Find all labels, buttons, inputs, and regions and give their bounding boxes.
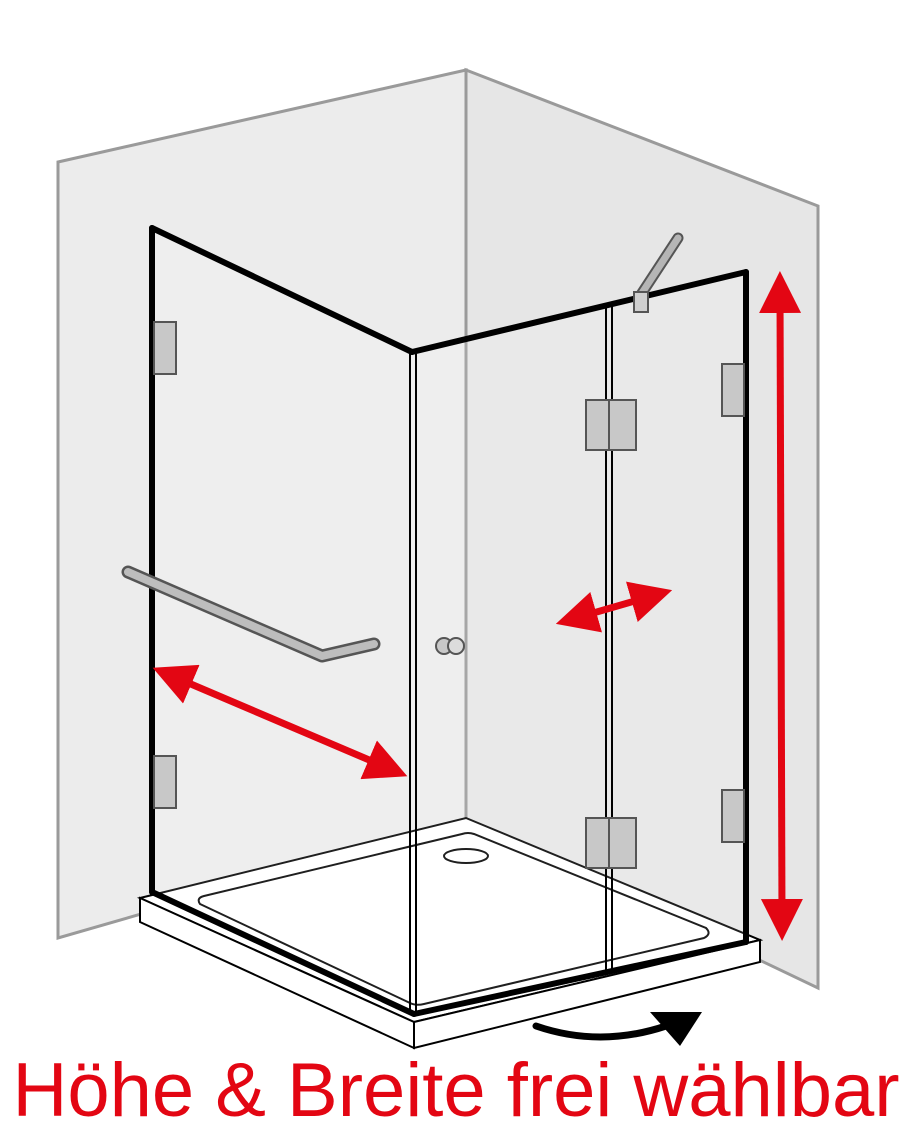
upper-hinge [585,399,637,451]
door-knob-front [447,637,465,655]
door-knob [435,637,465,655]
height-arrow [759,271,803,941]
towel-bar-fill [124,568,378,660]
tray-right-side [413,938,761,1050]
lower-hinge [585,817,637,869]
right-upper-bracket [721,363,745,417]
left-panel-bottom-edge [149,889,417,1017]
left-panel-top-edge [149,225,415,355]
tray-basin [197,832,710,1006]
right-panel-bottom-edge [411,939,749,1017]
door-width-arrow [555,581,673,633]
caption-text: Höhe & Breite frei wählbar [12,1048,900,1133]
door-rotation-arrow [532,1012,702,1046]
towel-bar [121,565,381,663]
curved-arrow-icon [650,1012,702,1046]
drain [443,848,489,864]
stabilizer-rod-fill [636,234,682,300]
right-glass-panel [412,272,746,1014]
right-lower-bracket [721,789,745,843]
dimension-arrows [152,271,803,941]
glass-panels [152,228,746,1014]
right-panel-top-edge [409,269,749,355]
left-lower-bracket [153,755,177,809]
stabilizer-clamp [633,291,649,313]
shower-tray [136,816,764,1050]
wall-brackets [153,321,745,843]
left-glass-panel [152,228,414,1014]
rotation-curve [532,1022,670,1041]
left-width-arrow [152,664,408,780]
stabilizer-bar [633,232,684,313]
door-hinges [585,399,637,869]
left-upper-bracket [153,321,177,375]
